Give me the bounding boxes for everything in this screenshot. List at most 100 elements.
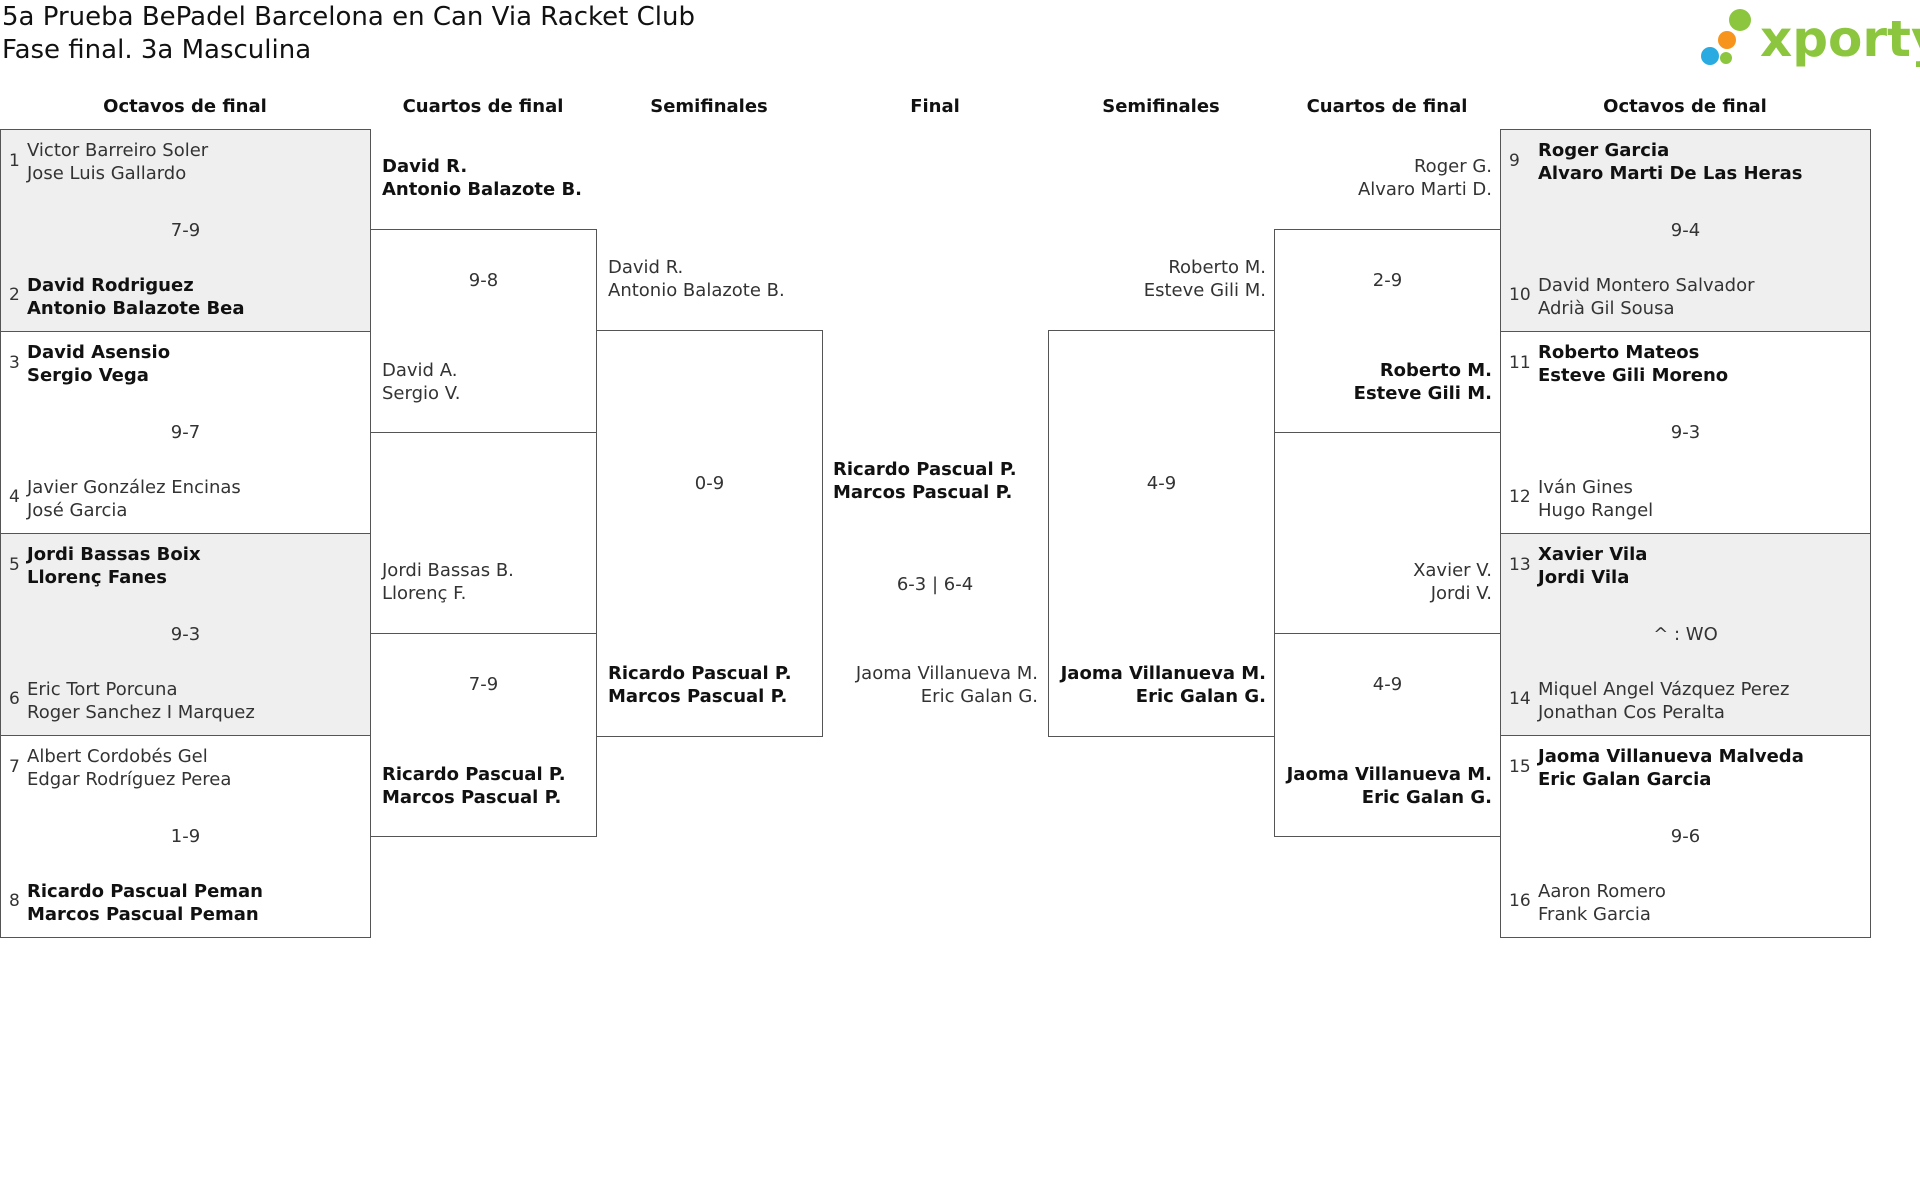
left-r16-match-4-bottom-player-2: Marcos Pascual Peman xyxy=(27,904,259,925)
left-r16-match-1 xyxy=(0,129,371,332)
right-r16-match-1 xyxy=(1500,129,1871,332)
right-qf-match-1-top-player-1: Roger G. xyxy=(1413,156,1492,177)
left-r16-match-3-bottom-player-2: Roger Sanchez I Marquez xyxy=(27,702,255,723)
right-sf-match-top-player-1: Roberto M. xyxy=(1168,257,1266,278)
right-r16-match-1-top-player-2: Alvaro Marti De Las Heras xyxy=(1538,163,1803,184)
left-qf-match-2-bottom-player-1: Ricardo Pascual P. xyxy=(382,764,566,785)
right-sf-match-top-player-2: Esteve Gili M. xyxy=(1143,280,1266,301)
left-qf-match-2-score: 7-9 xyxy=(468,674,499,695)
right-r16-match-4-bottom-seed: 16 xyxy=(1509,891,1531,911)
right-r16-match-2-score: 9-3 xyxy=(1670,422,1701,443)
xporty-logo: xporty xyxy=(1701,9,1920,68)
left-r16-match-3-bottom-seed: 6 xyxy=(9,689,20,709)
header-left-quarterfinals: Cuartos de final xyxy=(402,96,564,117)
right-r16-match-3-top-player-2: Jordi Vila xyxy=(1538,567,1630,588)
left-r16-match-2-bottom-player-2: José Garcia xyxy=(27,500,128,521)
logo-dot-1 xyxy=(1729,9,1751,31)
left-qf-match-1-bottom-player-1: David A. xyxy=(382,360,458,381)
right-r16-match-3 xyxy=(1500,533,1871,736)
right-r16-match-2-top-player-2: Esteve Gili Moreno xyxy=(1538,365,1729,386)
right-r16-match-2-top-player-1: Roberto Mateos xyxy=(1538,342,1700,363)
right-qf-match-1-bottom-player-2: Esteve Gili M. xyxy=(1353,383,1492,404)
left-r16-match-3 xyxy=(0,533,371,736)
right-r16-match-1-bottom-player-2: Adrià Gil Sousa xyxy=(1538,298,1675,319)
left-qf-match-2-top-player-2: Llorenç F. xyxy=(382,583,467,604)
left-r16-match-3-bottom-player-1: Eric Tort Porcuna xyxy=(27,679,178,700)
final-match-score: 6-3 | 6-4 xyxy=(896,574,974,595)
left-r16-match-1-top-player-1: Victor Barreiro Soler xyxy=(27,140,209,161)
left-qf-match-1-top-player-2: Antonio Balazote B. xyxy=(382,179,582,200)
right-qf-match-2-bottom-player-1: Jaoma Villanueva M. xyxy=(1286,764,1492,785)
right-sf-match-score: 4-9 xyxy=(1146,473,1177,494)
right-qf-match-2-top-player-2: Jordi V. xyxy=(1430,583,1492,604)
right-r16-match-1-bottom-player-1: David Montero Salvador xyxy=(1538,275,1755,296)
left-r16-match-4-top-seed: 7 xyxy=(9,757,20,777)
right-sf-match xyxy=(1048,330,1275,737)
final-match-top-player-2: Marcos Pascual P. xyxy=(833,482,1013,503)
left-r16-match-1-top-seed: 1 xyxy=(9,151,20,171)
right-r16-match-4-top-player-2: Eric Galan Garcia xyxy=(1538,769,1712,790)
left-r16-match-4-score: 1-9 xyxy=(170,826,201,847)
right-sf-match-bottom-player-2: Eric Galan G. xyxy=(1135,686,1266,707)
left-r16-match-3-top-player-2: Llorenç Fanes xyxy=(27,567,167,588)
right-r16-match-4-bottom-player-1: Aaron Romero xyxy=(1538,881,1666,902)
left-r16-match-1-top-player-2: Jose Luis Gallardo xyxy=(27,163,187,184)
left-r16-match-2-top-seed: 3 xyxy=(9,353,20,373)
right-qf-match-2-score: 4-9 xyxy=(1372,674,1403,695)
left-qf-match-1-top-player-1: David R. xyxy=(382,156,468,177)
left-sf-match-top-player-1: David R. xyxy=(608,257,684,278)
final-match-bottom-player-2: Eric Galan G. xyxy=(920,686,1038,707)
left-r16-match-1-bottom-player-1: David Rodriguez xyxy=(27,275,194,296)
right-qf-match-1-score: 2-9 xyxy=(1372,270,1403,291)
right-qf-match-1-bottom-player-1: Roberto M. xyxy=(1379,360,1492,381)
right-r16-match-2-top-seed: 11 xyxy=(1509,353,1531,373)
right-r16-match-3-bottom-seed: 14 xyxy=(1509,689,1531,709)
left-r16-match-3-top-seed: 5 xyxy=(9,555,20,575)
right-r16-match-2-bottom-seed: 12 xyxy=(1509,487,1531,507)
left-r16-match-2-top-player-2: Sergio Vega xyxy=(27,365,149,386)
right-qf-match-2-top-player-1: Xavier V. xyxy=(1413,560,1492,581)
right-r16-match-1-bottom-seed: 10 xyxy=(1509,285,1531,305)
right-sf-match-bottom-player-1: Jaoma Villanueva M. xyxy=(1060,663,1266,684)
right-r16-match-4-top-player-1: Jaoma Villanueva Malveda xyxy=(1538,746,1804,767)
left-r16-match-2-bottom-player-1: Javier González Encinas xyxy=(27,477,241,498)
right-r16-match-1-top-player-1: Roger Garcia xyxy=(1538,140,1670,161)
left-r16-match-4-top-player-2: Edgar Rodríguez Perea xyxy=(27,769,232,790)
right-r16-match-3-top-seed: 13 xyxy=(1509,555,1531,575)
left-r16-match-4-bottom-player-1: Ricardo Pascual Peman xyxy=(27,881,263,902)
left-qf-match-1-score: 9-8 xyxy=(468,270,499,291)
right-qf-match-2-bottom-player-2: Eric Galan G. xyxy=(1361,787,1492,808)
left-r16-match-1-bottom-seed: 2 xyxy=(9,285,20,305)
left-r16-match-3-score: 9-3 xyxy=(170,624,201,645)
final-match-bottom-player-1: Jaoma Villanueva M. xyxy=(855,663,1038,684)
right-r16-match-2-bottom-player-1: Iván Gines xyxy=(1538,477,1633,498)
right-r16-match-3-top-player-1: Xavier Vila xyxy=(1538,544,1648,565)
left-qf-match-1-bottom-player-2: Sergio V. xyxy=(382,383,461,404)
left-r16-match-2-top-player-1: David Asensio xyxy=(27,342,171,363)
left-r16-match-4-bottom-seed: 8 xyxy=(9,891,20,911)
header-right-round-of-16: Octavos de final xyxy=(1603,96,1767,117)
left-qf-match-2-top-player-1: Jordi Bassas B. xyxy=(382,560,514,581)
right-r16-match-4-bottom-player-2: Frank Garcia xyxy=(1538,904,1651,925)
right-r16-match-4-top-seed: 15 xyxy=(1509,757,1531,777)
right-r16-match-3-bottom-player-1: Miquel Angel Vázquez Perez xyxy=(1538,679,1790,700)
header-right-semifinals: Semifinales xyxy=(1102,96,1220,117)
page-subtitle: Fase final. 3a Masculina xyxy=(2,35,312,65)
left-r16-match-1-bottom-player-2: Antonio Balazote Bea xyxy=(27,298,245,319)
left-sf-match-bottom-player-2: Marcos Pascual P. xyxy=(608,686,788,707)
right-r16-match-3-bottom-player-2: Jonathan Cos Peralta xyxy=(1538,702,1725,723)
logo-text: xporty xyxy=(1760,10,1920,68)
left-r16-match-1-score: 7-9 xyxy=(170,220,201,241)
right-r16-match-4-score: 9-6 xyxy=(1670,826,1701,847)
header-right-quarterfinals: Cuartos de final xyxy=(1306,96,1468,117)
left-r16-match-2-bottom-seed: 4 xyxy=(9,487,20,507)
right-r16-match-1-score: 9-4 xyxy=(1670,220,1701,241)
header-final: Final xyxy=(910,96,960,117)
left-r16-match-4-top-player-1: Albert Cordobés Gel xyxy=(27,746,208,767)
right-qf-match-1-top-player-2: Alvaro Marti D. xyxy=(1357,179,1492,200)
left-sf-match-top-player-2: Antonio Balazote B. xyxy=(608,280,785,301)
right-r16-match-3-score: ^ : WO xyxy=(1653,624,1718,645)
header-left-round-of-16: Octavos de final xyxy=(103,96,267,117)
left-r16-match-2-score: 9-7 xyxy=(170,422,201,443)
